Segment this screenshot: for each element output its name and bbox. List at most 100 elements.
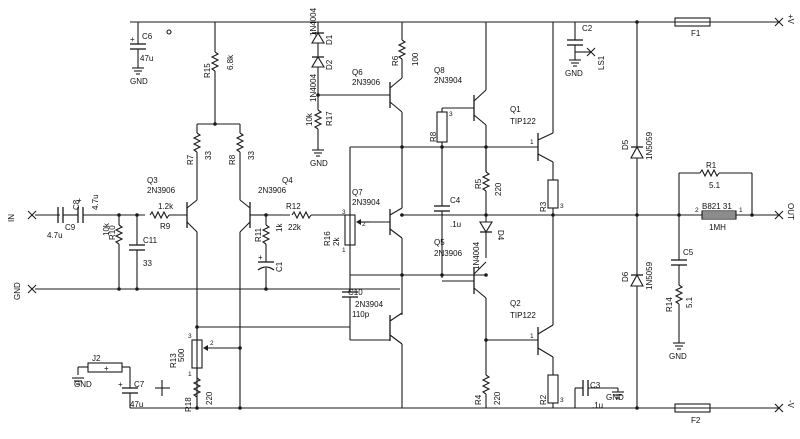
q9-val: 2N3904 xyxy=(355,300,384,309)
resistor-r2[interactable]: R2 3 xyxy=(539,374,564,408)
resistor-r12[interactable]: R12 22k xyxy=(286,202,345,232)
r2-ref: R2 xyxy=(539,394,548,405)
transistor-q2[interactable]: Q2 TIP122 1 xyxy=(486,215,554,375)
resistor-r9[interactable]: 1.2k R9 xyxy=(149,202,187,231)
resistor-r4[interactable]: R4 220 xyxy=(474,340,502,408)
c7-ref: C7 xyxy=(134,380,145,389)
fuse-f2[interactable]: F2 xyxy=(674,403,711,425)
r3-ref: R3 xyxy=(539,201,548,212)
transistor-q1[interactable]: Q1 TIP122 1 xyxy=(486,22,554,180)
q6-val: 2N3906 xyxy=(352,78,381,87)
resistor-r5[interactable]: R5 220 xyxy=(474,147,503,215)
d4-val: 1N4004 xyxy=(472,241,481,270)
c2-gnd: GND xyxy=(565,69,583,78)
r16-val: 2k xyxy=(332,237,341,246)
r14-val: 5.1 xyxy=(685,296,694,308)
pin-label: 2 xyxy=(210,340,214,347)
capacitor-c5[interactable]: C5 xyxy=(671,215,694,285)
potentiometer-r13[interactable]: R13 500 3 2 1 xyxy=(169,327,240,378)
pin-label: 1 xyxy=(342,247,346,254)
diode-d5[interactable]: D5 1N5059 xyxy=(621,131,654,215)
r4-ref: R4 xyxy=(474,394,483,405)
c5-ref: C5 xyxy=(683,248,694,257)
d1-val: 1N4004 xyxy=(309,7,318,36)
capacitor-c1[interactable]: + C1 xyxy=(257,253,284,289)
resistor-r11[interactable]: R11 1k xyxy=(254,215,284,262)
connector-j2[interactable]: + J2 GND xyxy=(71,354,131,389)
diode-d1[interactable]: 1N4004 D1 xyxy=(309,7,334,57)
ls1-ref: LS1 xyxy=(597,55,606,70)
r7-val: 33 xyxy=(204,151,213,160)
q5-val: 2N3906 xyxy=(434,249,463,258)
svg-text:+: + xyxy=(130,35,135,44)
resistor-r8-bias[interactable]: R8 3 xyxy=(429,108,453,147)
q8-val: 2N3904 xyxy=(434,76,463,85)
r17-val: 10k xyxy=(305,112,314,126)
test-point-ls1[interactable]: LS1 xyxy=(575,47,606,70)
r17-ref: R17 xyxy=(325,111,334,126)
d1-ref: D1 xyxy=(325,34,334,45)
diode-d4[interactable]: D4 1N4004 xyxy=(472,215,505,270)
r18-val: 220 xyxy=(205,391,214,405)
potentiometer-r16[interactable]: R16 2k 3 2 1 xyxy=(323,209,370,254)
capacitor-c9[interactable]: 4.7u C9 xyxy=(47,207,76,240)
inductor-l1[interactable]: B821 31 1MH 2 1 xyxy=(695,202,743,232)
diode-d2[interactable]: 1N4004 D2 xyxy=(309,55,334,102)
c11-val: 33 xyxy=(143,259,152,268)
port-vplus[interactable]: +V xyxy=(774,14,795,27)
capacitor-c11[interactable]: C11 33 xyxy=(129,215,158,289)
r6-ref: R6 xyxy=(391,55,400,66)
port-in[interactable]: IN xyxy=(7,210,37,222)
c2-ref: C2 xyxy=(582,24,593,33)
r11-val: 1k xyxy=(275,223,284,232)
resistor-r6[interactable]: R6 100 xyxy=(391,22,420,78)
port-out[interactable]: OUT xyxy=(774,203,795,220)
c8-val: 4.7u xyxy=(91,194,100,210)
pin-label: 3 xyxy=(188,333,192,340)
resistor-r14[interactable]: R14 5.1 GND xyxy=(665,284,694,361)
resistor-r8[interactable]: R8 33 xyxy=(228,124,256,200)
q3-ref: Q3 xyxy=(147,176,158,185)
c9-ref: C9 xyxy=(65,223,76,232)
resistor-r17[interactable]: 10k R17 GND xyxy=(305,95,334,168)
pin-label: 3 xyxy=(560,203,564,210)
q2-val: TIP122 xyxy=(510,311,536,320)
c6-ref: C6 xyxy=(142,32,153,41)
pin-label: 1 xyxy=(188,371,192,378)
svg-text:+: + xyxy=(118,380,123,389)
r1-ref: R1 xyxy=(706,161,717,170)
q2-ref: Q2 xyxy=(510,299,521,308)
resistor-r10[interactable]: R10 10k xyxy=(102,215,123,289)
fuse-f1[interactable]: F1 xyxy=(674,17,711,38)
transistor-q5[interactable]: Q5 2N3906 xyxy=(434,238,487,340)
port-gnd[interactable]: GND xyxy=(13,282,37,300)
capacitor-c8[interactable]: + C8 4.7u xyxy=(72,194,100,223)
capacitor-c3[interactable]: C3 .1u GND xyxy=(574,380,625,410)
diode-d6[interactable]: D6 1N5059 xyxy=(621,215,654,408)
r5-ref: R5 xyxy=(474,178,483,189)
c4-val: .1u xyxy=(450,220,461,229)
c7-val: 47u xyxy=(130,400,143,409)
resistor-r15[interactable]: R15 6.8k xyxy=(203,22,235,124)
transistor-q6[interactable]: Q6 2N3906 xyxy=(352,68,403,208)
capacitor-c7[interactable]: + C7 47u xyxy=(118,380,145,409)
f1-ref: F1 xyxy=(691,29,701,38)
resistor-r3[interactable]: R3 3 xyxy=(539,179,564,215)
capacitor-c4[interactable]: C4 .1u xyxy=(434,147,461,278)
capacitor-c10[interactable]: C10 110p xyxy=(342,275,390,341)
c10-ref: C10 xyxy=(348,288,363,297)
transistor-q9[interactable]: 2N3904 xyxy=(355,300,403,408)
r12-val: 22k xyxy=(288,223,302,232)
capacitor-c6[interactable]: + C6 47u GND xyxy=(130,22,153,86)
port-gnd-label: GND xyxy=(13,282,22,300)
r12-ref: R12 xyxy=(286,202,301,211)
resistor-r18[interactable]: R18 220 xyxy=(184,377,214,412)
port-vminus[interactable]: -V xyxy=(774,400,795,413)
r15-ref: R15 xyxy=(203,63,212,78)
r13-val: 500 xyxy=(177,348,186,362)
r11-ref: R11 xyxy=(254,227,263,242)
r9-ref: R9 xyxy=(160,222,171,231)
resistor-r7[interactable]: R7 33 xyxy=(186,124,213,200)
transistor-q4[interactable]: Q4 2N3906 xyxy=(239,176,293,408)
resistor-r1[interactable]: R1 5.1 xyxy=(678,161,753,215)
